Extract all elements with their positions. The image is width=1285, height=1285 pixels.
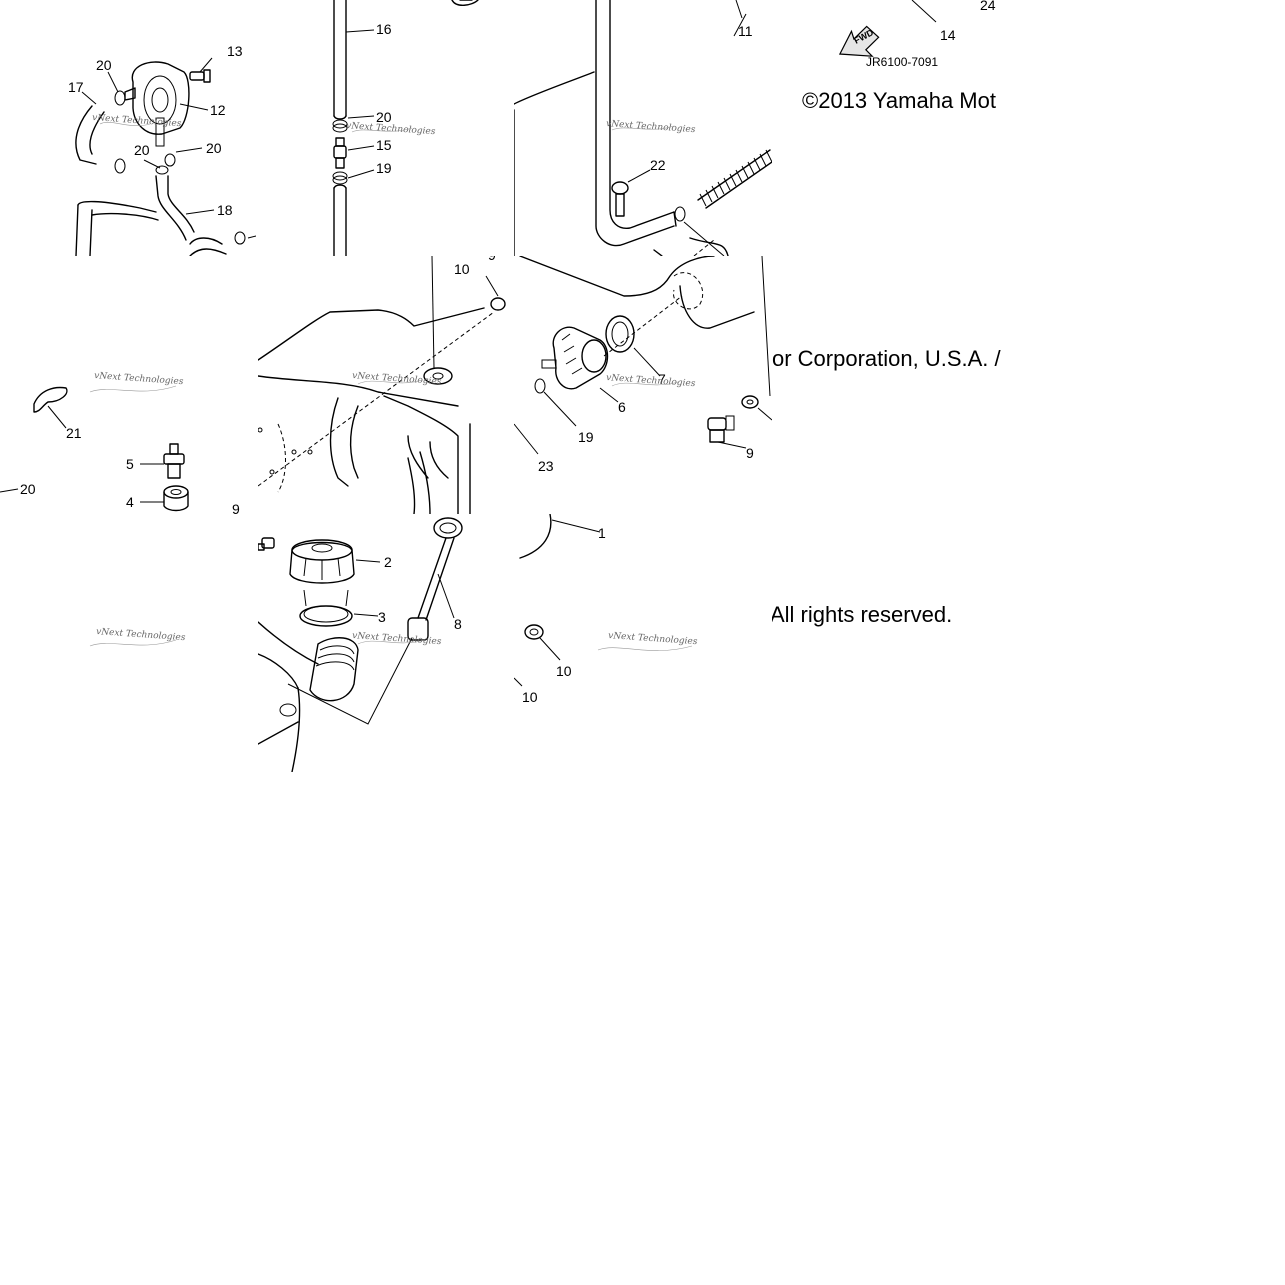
callout-20: 20 <box>206 140 222 156</box>
washer-10 <box>524 624 544 640</box>
watermark: vNext Technologies <box>352 371 442 387</box>
corporation-line: or Corporation, U.S.A. / <box>772 346 1001 371</box>
callout-13: 13 <box>227 43 243 59</box>
callout-19: 19 <box>376 160 392 176</box>
callout-12: 12 <box>210 102 226 118</box>
clamp-icon <box>674 206 686 222</box>
washer <box>741 395 759 409</box>
callout-9-edge: 9 <box>232 501 240 514</box>
svg-text:vNext Technologies: vNext Technologies <box>346 121 436 137</box>
fuel-cock <box>124 61 190 147</box>
watermark: vNext Technologies <box>92 113 182 129</box>
gasket-3 <box>299 589 353 627</box>
watermark: vNext Technologies <box>346 121 436 137</box>
callout-8: 8 <box>454 616 462 632</box>
callout-11: 11 <box>738 23 753 39</box>
tile-legend-mid: or Corporation, U.S.A. / <box>772 256 1028 514</box>
tile-tank-body: 10 9 vNext Technologies <box>258 256 514 514</box>
clip-21 <box>33 386 68 413</box>
watermark: vNext Technologies <box>606 119 696 135</box>
clamp-icon <box>332 119 348 185</box>
callout-19: 19 <box>578 429 594 445</box>
bolt-9 <box>707 415 735 443</box>
callout-4: 4 <box>126 494 134 510</box>
svg-text:vNext Technologies: vNext Technologies <box>352 371 442 387</box>
callout-9: 9 <box>488 256 496 263</box>
clamp-icon <box>534 378 546 394</box>
tile-fuel-cock: 13 20 17 12 20 20 18 vNext Technologies <box>0 0 260 256</box>
screw-13 <box>189 69 211 83</box>
tile-legend-top: FWD 14 24 JR6100-7091 ©2013 Yamaha Mot <box>772 0 1028 140</box>
svg-text:vNext Technologies: vNext Technologies <box>608 631 698 647</box>
callout-10: 10 <box>556 663 572 679</box>
bolt <box>258 537 275 551</box>
svg-text:vNext Technologies: vNext Technologies <box>606 373 696 389</box>
callout-24: 24 <box>980 0 996 13</box>
tile-small-parts: 21 5 4 20 9 vNext Technologies <box>0 256 258 514</box>
callout-20: 20 <box>96 57 112 73</box>
clamp-icon <box>114 90 246 245</box>
tile-legend-bottom: All rights reserved. <box>772 514 1028 772</box>
svg-text:vNext Technologies: vNext Technologies <box>94 371 184 387</box>
watermark: vNext Technologies <box>89 371 184 393</box>
tile-filler-cap: 2 3 8 vNext Technologies <box>258 514 514 772</box>
filler-neck <box>309 637 359 702</box>
joint-15 <box>333 137 347 169</box>
callout-3: 3 <box>378 609 386 625</box>
tile-washers: 1 10 10 vNext Technologies <box>514 514 772 772</box>
tile-vent-hose: 16 20 15 19 vNext Technologies <box>256 0 518 256</box>
callout-18: 18 <box>217 202 233 218</box>
drawing-code: JR6100-7091 <box>866 55 938 69</box>
callout-10: 10 <box>522 689 538 705</box>
callout-21: 21 <box>66 425 82 441</box>
callout-9: 9 <box>746 445 754 461</box>
grommet <box>423 367 453 385</box>
tile-tank-upper: 11 22 vNext Technologies <box>514 0 772 256</box>
washer <box>490 297 506 311</box>
vent-hose <box>333 0 347 256</box>
callout-15: 15 <box>376 137 392 153</box>
joint-5 <box>163 443 185 479</box>
callout-17: 17 <box>68 79 84 95</box>
svg-text:vNext Technologies: vNext Technologies <box>92 113 182 129</box>
pump-cap-6 <box>541 326 609 390</box>
callout-10: 10 <box>454 261 470 277</box>
screw-22 <box>611 181 629 217</box>
fuel-cap-2 <box>289 539 355 584</box>
callout-20: 20 <box>376 109 392 125</box>
copyright-line: ©2013 Yamaha Mot <box>802 88 996 113</box>
callout-5: 5 <box>126 456 134 472</box>
callout-23: 23 <box>538 458 554 474</box>
callout-20: 20 <box>20 481 36 497</box>
callout-2: 2 <box>384 554 392 570</box>
watermark: vNext Technologies <box>597 631 698 651</box>
callout-1: 1 <box>598 525 606 541</box>
svg-text:vNext Technologies: vNext Technologies <box>606 119 696 135</box>
callout-16: 16 <box>376 21 392 37</box>
tile-pump-parts: 6 7 19 23 9 vNext Technologies <box>514 256 772 514</box>
tile-blank-left: vNext Technologies <box>0 514 258 772</box>
watermark: vNext Technologies <box>606 373 696 389</box>
callout-6: 6 <box>618 399 626 415</box>
watermark: vNext Technologies <box>89 627 186 647</box>
callout-22: 22 <box>650 157 666 173</box>
rights-line: All rights reserved. <box>772 602 953 627</box>
spring <box>697 149 772 209</box>
seal-7 <box>605 315 635 353</box>
callout-7: 7 <box>658 371 666 387</box>
callout-20: 20 <box>134 142 150 158</box>
grommet-4 <box>163 485 189 512</box>
callout-14: 14 <box>940 27 956 43</box>
